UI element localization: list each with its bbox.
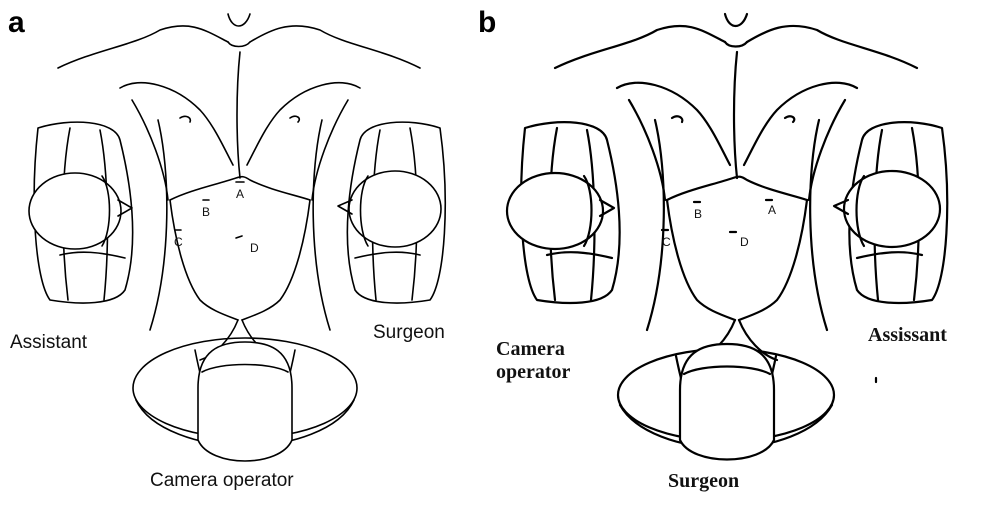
role-label-line: Camera — [496, 338, 570, 361]
role-label-assistant: Assissant — [868, 324, 947, 347]
role-label-surgeon: Surgeon — [668, 470, 739, 493]
panel-label-b: b — [478, 6, 496, 40]
port-label-b: B — [694, 207, 702, 221]
port-label-d: D — [740, 235, 749, 249]
role-label-camera-operator: Camera operator — [150, 470, 294, 492]
port-label-c: C — [662, 235, 671, 249]
role-label-assistant: Assistant — [10, 332, 87, 354]
role-label-surgeon: Surgeon — [373, 322, 445, 344]
panel-label-a: a — [8, 6, 25, 40]
port-label-a: A — [768, 203, 776, 217]
role-label-camera-operator: Camera operator — [496, 338, 570, 384]
role-label-line: operator — [496, 361, 570, 384]
